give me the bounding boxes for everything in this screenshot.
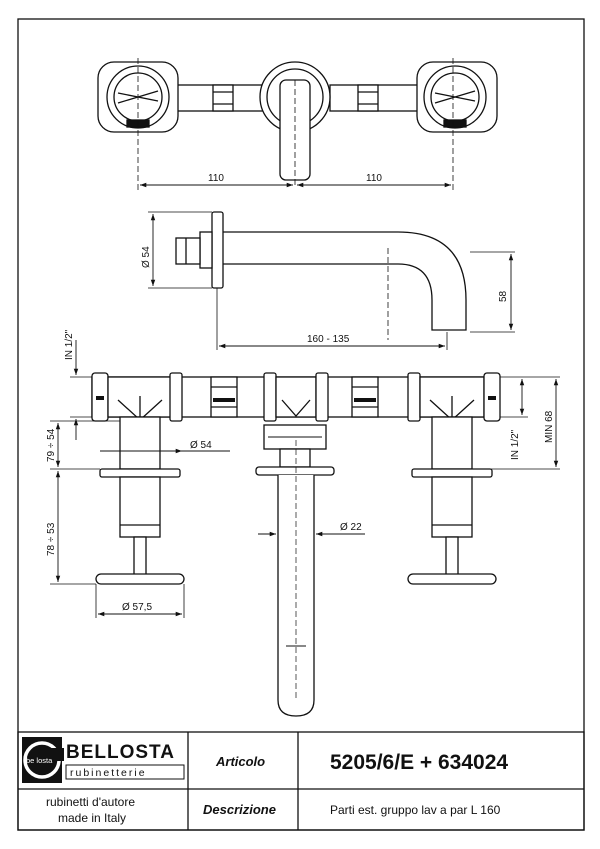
- top-view-centerlines: [137, 58, 454, 190]
- front-view-details: [268, 436, 322, 700]
- front-view: [91, 372, 501, 717]
- title-block: [17, 731, 585, 831]
- dim-top-right-label: 110: [366, 173, 382, 184]
- dim-inlet-top-label: IN 1/2": [64, 329, 75, 360]
- dim-min-68-label: MIN 68: [544, 410, 555, 443]
- descrizione-label: Descrizione: [203, 802, 276, 817]
- logo-letters: be losta: [26, 756, 53, 765]
- dim-diam-54-label: Ø 54: [190, 440, 212, 451]
- dim-side-height-label: 58: [498, 290, 509, 302]
- side-view: [175, 211, 467, 340]
- dim-79-54-label: 79 ÷ 54: [46, 428, 57, 462]
- brand-name: BELLOSTA: [66, 742, 175, 763]
- dim-inlet-right-label: IN 1/2": [510, 429, 521, 460]
- bellosta-logo: be losta BELLOSTA rubinetterie: [22, 737, 185, 783]
- dim-side-diam-label: Ø 54: [141, 246, 152, 268]
- dim-top-left-label: 110: [208, 173, 224, 184]
- descrizione-value: Parti est. gruppo lav a par L 160: [330, 803, 501, 817]
- top-view: [97, 61, 498, 185]
- tagline-line-1: rubinetti d'autore: [46, 795, 135, 809]
- articolo-label: Articolo: [215, 754, 265, 769]
- front-view-thread-marks: [96, 396, 496, 402]
- tagline-line-2: made in Italy: [58, 811, 126, 825]
- brand-subtitle: rubinetterie: [70, 767, 147, 779]
- dim-diam-575-label: Ø 57,5: [122, 602, 152, 613]
- dim-side-length-label: 160 - 135: [307, 334, 350, 345]
- front-view-dims: [50, 376, 560, 618]
- dim-78-53-label: 78 ÷ 53: [46, 522, 57, 556]
- articolo-value: 5205/6/E + 634024: [330, 751, 508, 774]
- dim-diam-22-label: Ø 22: [340, 522, 362, 533]
